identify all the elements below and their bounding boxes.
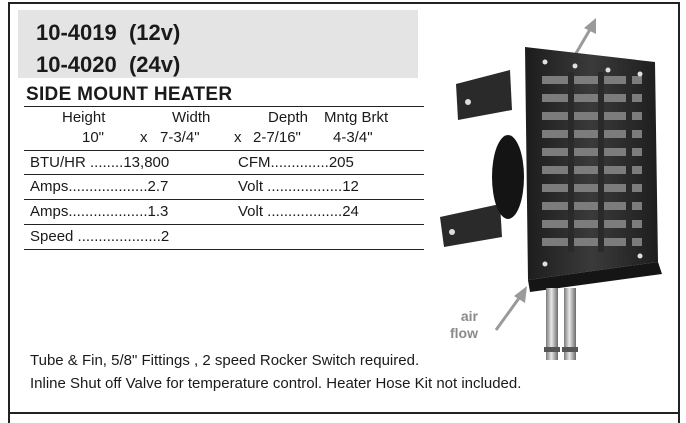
spec-cfm: CFM..............205 [238,154,354,171]
bottom-border-ticks [8,414,680,423]
spec-amps-24v: Amps...................1.3 [30,203,169,220]
note-line: Inline Shut off Valve for temperature co… [30,375,522,392]
product-heading: SIDE MOUNT HEATER [26,84,233,105]
model-number-12v: 10-4019 (12v) [36,20,181,45]
dim-header-height: Height [62,109,106,126]
dim-separator: x [234,129,242,146]
spec-rule [24,174,424,175]
heading-rule [24,106,424,107]
dim-header-bracket: Mntg Brkt [324,109,389,126]
model-title-box: 10-4019 (12v) 10-4020 (24v) [18,10,418,78]
spec-speed: Speed ....................2 [30,228,170,245]
spec-btu: BTU/HR ........13,800 [30,154,170,171]
dim-value-width: 7-3/4" [160,129,200,146]
heater-photo [440,18,662,360]
dim-header-depth: Depth [268,109,309,126]
border-tick [678,414,680,423]
dim-value-bracket: 4-3/4" [333,129,373,146]
airflow-label: air flow [450,308,478,342]
spec-rule [24,199,424,200]
product-card: 10-4019 (12v) 10-4020 (24v) SIDE MOUNT H… [8,2,680,414]
dim-value-height: 10" [82,129,105,146]
spec-rule [24,150,424,151]
model-number-24v: 10-4020 (24v) [36,52,181,77]
dim-header-width: Width [172,109,211,126]
spec-volt-12v: Volt ..................12 [238,178,359,195]
dim-value-depth: 2-7/16" [253,129,301,146]
airflow-label-line: air [460,308,478,324]
spec-amps-12v: Amps...................2.7 [30,178,169,195]
airflow-label-line: flow [450,325,478,341]
spec-rule [24,224,424,225]
spec-volt-24v: Volt ..................24 [238,203,359,220]
border-tick [8,414,10,423]
note-line: Tube & Fin, 5/8" Fittings , 2 speed Rock… [30,352,420,369]
dim-separator: x [140,129,148,146]
spec-rule [24,249,424,250]
